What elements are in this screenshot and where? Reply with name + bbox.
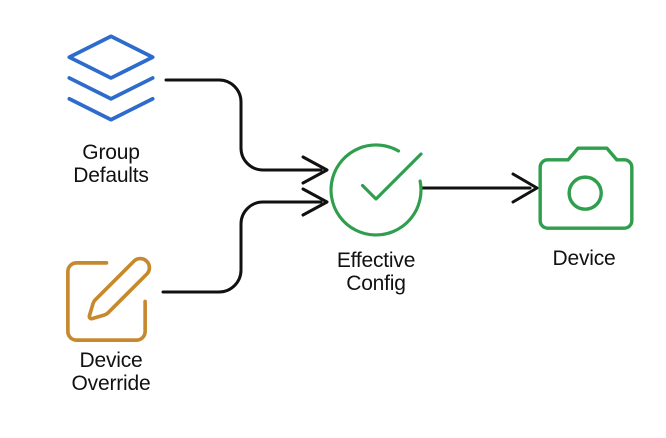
check-circle-icon	[329, 143, 423, 237]
device-label: Device	[552, 247, 616, 270]
arrowhead-icon	[301, 155, 329, 185]
edge-device-override-to-effective-config	[161, 187, 329, 294]
edge-group-defaults-to-effective-config	[164, 78, 329, 185]
edge-line	[164, 78, 323, 172]
device-override-label: Device Override	[71, 349, 151, 395]
arrowhead-icon	[511, 172, 539, 204]
arrowhead-icon	[301, 187, 329, 217]
group-defaults-label: Group Defaults	[73, 141, 149, 187]
layers-icon	[67, 34, 155, 122]
edge-effective-config-to-device	[419, 172, 539, 204]
effective-config-label: Effective Config	[336, 249, 416, 295]
edge-line	[161, 200, 323, 294]
camera-icon	[538, 146, 634, 230]
pencil-square-icon	[66, 256, 152, 342]
